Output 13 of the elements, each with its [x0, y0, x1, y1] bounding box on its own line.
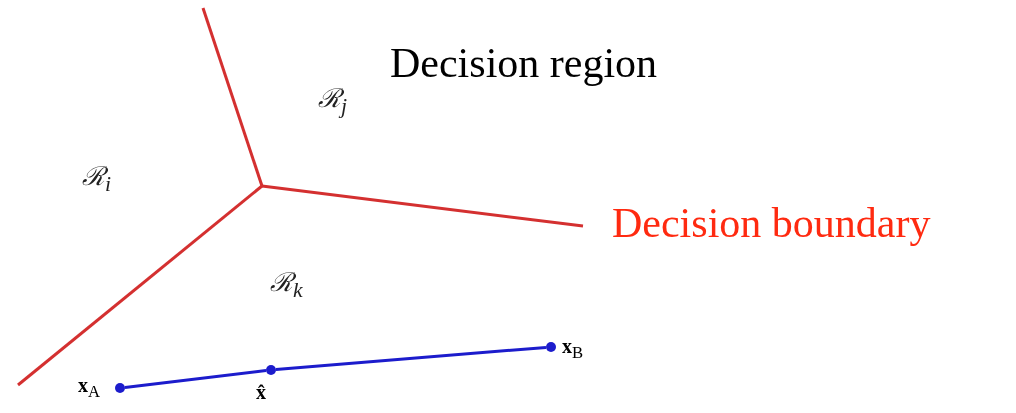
- region-label: ℛ$_{i}$: [82, 164, 112, 196]
- region-title: Decision region: [390, 42, 658, 84]
- point-label: x̂: [256, 382, 266, 402]
- boundary-title: Decision boundary: [612, 202, 931, 244]
- region-label: ℛ$_{j}$: [318, 86, 348, 118]
- region-label: ℛ$_{k}$: [270, 270, 303, 302]
- line-segment: [124, 369, 267, 389]
- point-label: x$_{A}$: [78, 375, 101, 401]
- point-dot: [546, 342, 556, 352]
- point-label: x$_{B}$: [562, 336, 584, 362]
- point-dot: [115, 383, 125, 393]
- line-segment: [275, 345, 547, 372]
- point-dot: [266, 365, 276, 375]
